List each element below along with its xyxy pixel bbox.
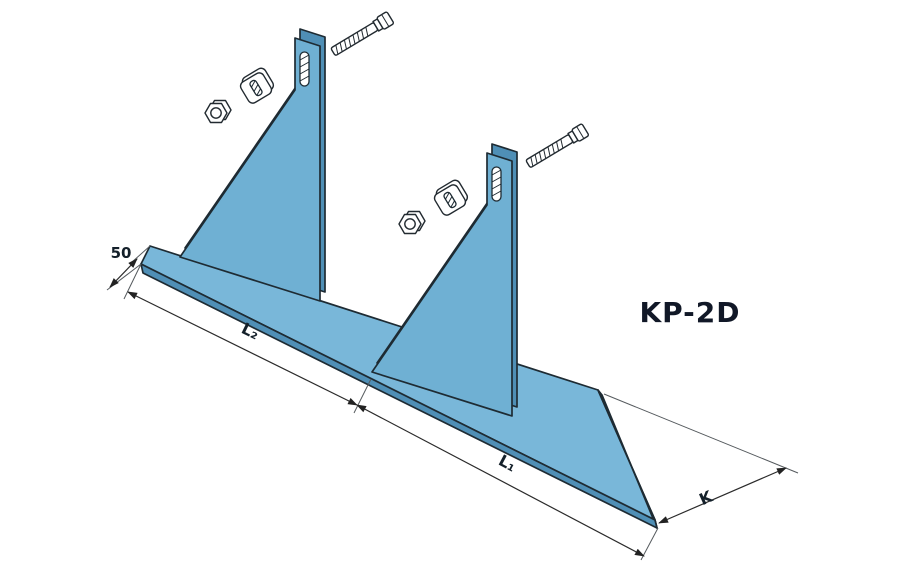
gusset-fin-right	[371, 143, 518, 417]
base-plate-top-surface	[140, 245, 656, 521]
bolt-left	[330, 11, 394, 56]
dimension-50-label: 50	[111, 244, 132, 262]
bracket-base-plate	[140, 245, 658, 529]
gusset-fin-left	[179, 28, 326, 302]
tab-slot-right	[491, 166, 502, 202]
hex-nut-right	[398, 210, 426, 235]
dimension-50: 50	[106, 244, 151, 291]
hex-nut-left	[204, 99, 232, 124]
washer-plate-right	[433, 179, 469, 216]
washer-plate-left	[239, 67, 275, 104]
bolt-right	[525, 123, 589, 168]
tab-slot-left	[299, 51, 310, 87]
dimension-L2-label: L₂	[239, 319, 263, 344]
product-label: KP-2D	[639, 296, 740, 329]
